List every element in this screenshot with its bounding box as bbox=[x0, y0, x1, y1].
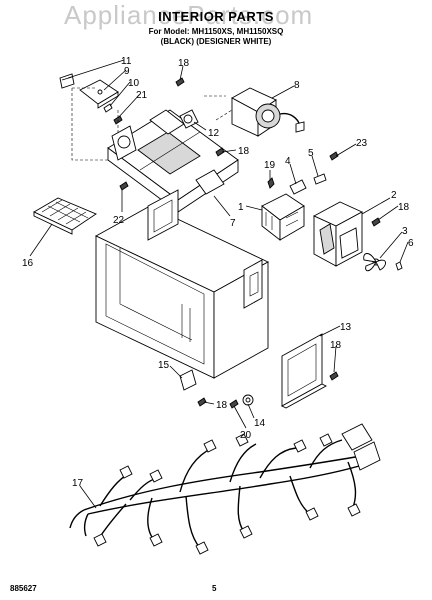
callout-7: 7 bbox=[230, 218, 236, 229]
guide-lines-8 bbox=[204, 95, 233, 121]
page-number: 5 bbox=[212, 584, 217, 593]
callout-1: 1 bbox=[238, 202, 244, 213]
part-11-clip[interactable] bbox=[59, 73, 75, 89]
callout-9: 9 bbox=[124, 66, 130, 77]
model-line: For Model: MH1150XS, MH1150XSQ bbox=[148, 27, 284, 36]
watermark: ApplianceParts.com bbox=[64, 0, 314, 30]
part-22-screw[interactable] bbox=[119, 181, 129, 191]
callout-4: 4 bbox=[285, 156, 291, 167]
callout-22: 22 bbox=[113, 215, 125, 226]
callout-18e: 18 bbox=[216, 400, 228, 411]
part-20-screw[interactable] bbox=[229, 399, 239, 409]
callout-18a: 18 bbox=[178, 58, 190, 69]
color-line: (BLACK) (DESIGNER WHITE) bbox=[160, 37, 272, 46]
callout-14: 14 bbox=[254, 418, 266, 429]
callout-labels: 11 9 10 21 18 8 12 18 23 19 4 5 1 22 7 2… bbox=[22, 56, 414, 489]
part-6-nut[interactable] bbox=[395, 261, 403, 271]
callout-16: 16 bbox=[22, 258, 34, 269]
callout-18c: 18 bbox=[398, 202, 410, 213]
callout-23: 23 bbox=[356, 138, 368, 149]
callout-11: 11 bbox=[121, 56, 132, 67]
callout-19: 19 bbox=[264, 160, 276, 171]
callout-5: 5 bbox=[308, 148, 314, 159]
part-5-screw[interactable] bbox=[313, 173, 327, 185]
part-2-air-duct[interactable] bbox=[312, 201, 364, 267]
document-code: 885627 bbox=[10, 584, 37, 593]
part-17-wiring-harness[interactable] bbox=[69, 423, 381, 555]
part-23-screw[interactable] bbox=[329, 151, 339, 161]
callout-12: 12 bbox=[208, 128, 220, 139]
part-8-fan-motor[interactable] bbox=[231, 87, 305, 137]
part-18-screw-d[interactable] bbox=[329, 371, 339, 381]
callout-18d: 18 bbox=[330, 340, 342, 351]
part-14-thermostat[interactable] bbox=[242, 394, 254, 406]
part-7-bracket[interactable] bbox=[107, 109, 239, 213]
callout-21: 21 bbox=[136, 90, 148, 101]
part-3-fan-blade[interactable] bbox=[363, 253, 386, 272]
callout-6: 6 bbox=[408, 238, 414, 249]
part-12-component[interactable] bbox=[179, 109, 199, 129]
callout-2: 2 bbox=[391, 190, 397, 201]
leader-lines bbox=[29, 59, 409, 509]
callout-3: 3 bbox=[402, 226, 408, 237]
callout-20: 20 bbox=[240, 430, 252, 441]
callout-13: 13 bbox=[340, 322, 352, 333]
part-4-bracket[interactable] bbox=[289, 179, 307, 195]
part-15-bracket[interactable] bbox=[179, 369, 197, 391]
callout-17: 17 bbox=[72, 478, 84, 489]
page-title: INTERIOR PARTS bbox=[158, 9, 274, 24]
part-19-screw[interactable] bbox=[267, 177, 275, 189]
callout-10: 10 bbox=[128, 78, 140, 89]
part-1-damper[interactable] bbox=[261, 193, 305, 241]
part-13-door-frame[interactable] bbox=[281, 333, 327, 409]
callout-8: 8 bbox=[294, 80, 300, 91]
callout-15: 15 bbox=[158, 360, 170, 371]
part-16-filter[interactable] bbox=[33, 197, 97, 235]
oven-cavity bbox=[95, 189, 269, 379]
callout-18b: 18 bbox=[238, 146, 250, 157]
